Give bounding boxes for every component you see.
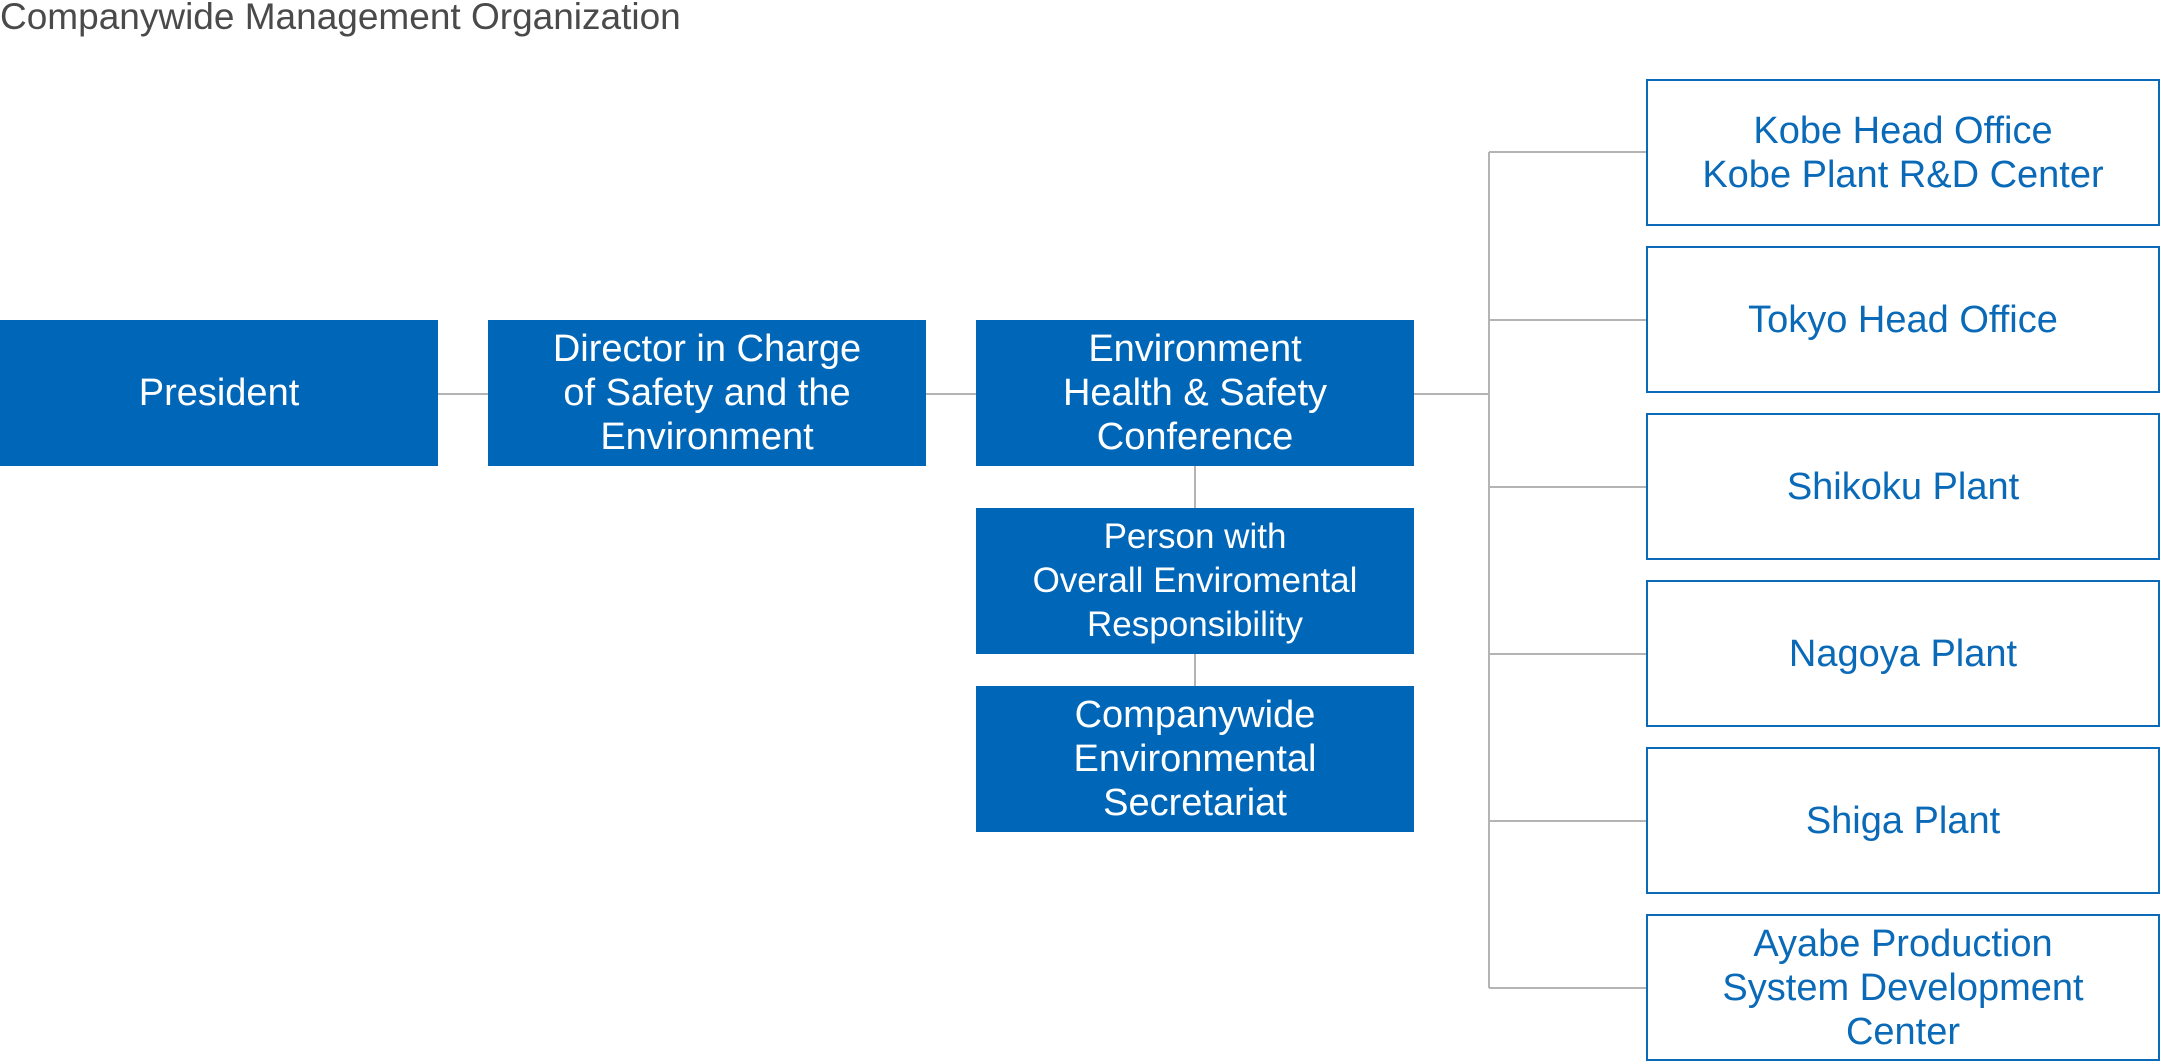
page-title: Companywide Management Organization <box>0 0 681 37</box>
director-label: Director in Charge of Safety and the Env… <box>552 328 862 458</box>
site-box-shikoku: Shikoku Plant <box>1646 413 2160 560</box>
secretariat-label: Companywide Environmental Secretariat <box>1073 694 1317 824</box>
director-box: Director in Charge of Safety and the Env… <box>488 320 926 466</box>
site-box-nagoya: Nagoya Plant <box>1646 580 2160 727</box>
site-label-tokyo: Tokyo Head Office <box>1748 298 2058 341</box>
conference-label: Environment Health & Safety Conference <box>1062 328 1328 458</box>
site-box-shiga: Shiga Plant <box>1646 747 2160 894</box>
site-label-kobe: Kobe Head Office Kobe Plant R&D Center <box>1702 109 2104 196</box>
responsible-person-label: Person with Overall Enviromental Respons… <box>1032 517 1358 644</box>
site-box-ayabe: Ayabe Production System Development Cent… <box>1646 914 2160 1061</box>
secretariat-box: Companywide Environmental Secretariat <box>976 686 1414 832</box>
site-box-tokyo: Tokyo Head Office <box>1646 246 2160 393</box>
site-label-ayabe: Ayabe Production System Development Cent… <box>1722 922 2084 1053</box>
president-box: President <box>0 320 438 466</box>
president-label: President <box>138 372 300 414</box>
responsible-person-box: Person with Overall Enviromental Respons… <box>976 508 1414 654</box>
site-label-nagoya: Nagoya Plant <box>1788 632 2018 675</box>
site-box-kobe: Kobe Head Office Kobe Plant R&D Center <box>1646 79 2160 226</box>
site-label-shikoku: Shikoku Plant <box>1786 465 2020 508</box>
site-label-shiga: Shiga Plant <box>1805 799 2001 842</box>
conference-box: Environment Health & Safety Conference <box>976 320 1414 466</box>
